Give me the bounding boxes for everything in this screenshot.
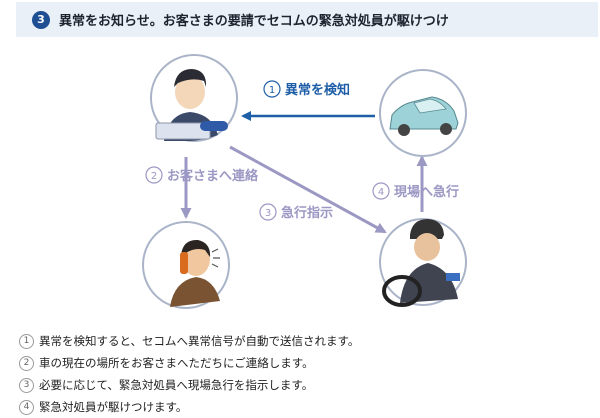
label-contact-text: お客さまへ連絡: [167, 168, 259, 184]
header-title: 異常をお知らせ。お客さまの要請でセコムの緊急対処員が駆けつけ: [59, 14, 449, 29]
step-number: 3: [19, 377, 34, 393]
step-item: 2 車の現在の場所をお客さまへただちにご連絡します。: [19, 352, 359, 374]
label-rush-num: 4: [378, 187, 384, 198]
label-rush-text: 現場へ急行: [394, 184, 459, 200]
label-dispatch-text: 急行指示: [281, 205, 333, 221]
label-detect: 1 異常を検知: [263, 80, 350, 98]
arrow-dispatch: [229, 145, 387, 234]
step-item: 3 必要に応じて、緊急対処員へ現場急行を指示します。: [19, 374, 359, 396]
operator-illustration: [150, 54, 238, 142]
label-detect-text: 異常を検知: [285, 82, 350, 98]
step-text: 必要に応じて、緊急対処員へ現場急行を指示します。: [39, 378, 314, 392]
label-contact: 2 お客さまへ連絡: [145, 166, 259, 184]
header-bar: 3 異常をお知らせ。お客さまの要請でセコムの緊急対処員が駆けつけ: [16, 2, 598, 37]
label-dispatch-num: 3: [265, 208, 271, 219]
step-item: 4 緊急対処員が駆けつけます。: [19, 396, 359, 418]
flow-diagram: 1 異常を検知 2 お客さまへ連絡 3 急行指示 4 現場へ急行: [142, 54, 467, 309]
step-text: 異常を検知すると、セコムへ異常信号が自動で送信されます。: [39, 334, 360, 348]
step-number: 4: [19, 399, 34, 415]
step-item: 1 異常を検知すると、セコムへ異常信号が自動で送信されます。: [19, 330, 359, 352]
step-list: 1 異常を検知すると、セコムへ異常信号が自動で送信されます。 2 車の現在の場所…: [19, 330, 359, 418]
step-text: 緊急対処員が駆けつけます。: [39, 400, 188, 414]
step-text: 車の現在の場所をお客さまへただちにご連絡します。: [39, 356, 314, 370]
label-detect-num: 1: [269, 85, 275, 96]
step-number: 2: [19, 355, 34, 371]
label-contact-num: 2: [151, 171, 157, 182]
car-illustration: [379, 69, 467, 157]
responder-illustration: [379, 218, 467, 307]
label-dispatch: 3 急行指示: [259, 203, 333, 221]
step-badge: 3: [32, 11, 50, 29]
label-rush: 4 現場へ急行: [372, 182, 459, 200]
step-number: 1: [19, 333, 34, 349]
customer-illustration: [142, 221, 230, 309]
